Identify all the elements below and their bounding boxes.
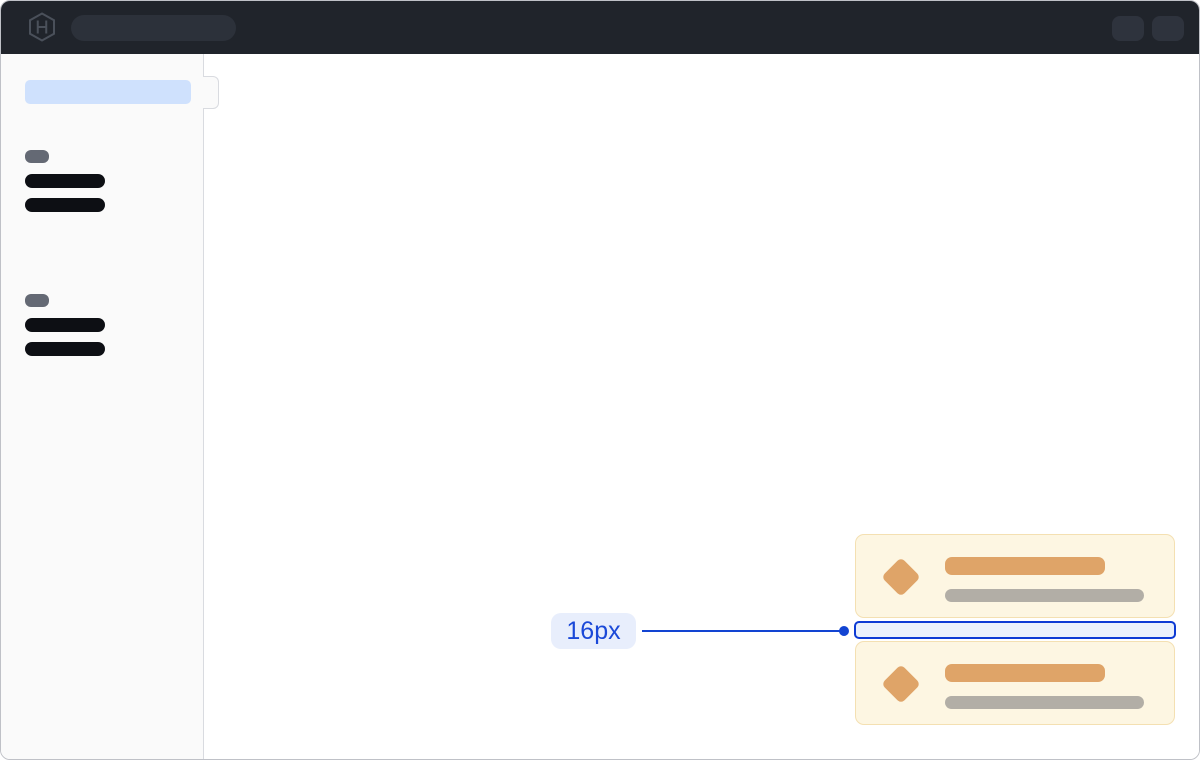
annotation-connector-line — [642, 629, 842, 632]
sidebar-nav-item-skeleton[interactable] — [25, 318, 105, 332]
sidebar-section-label-skeleton — [25, 294, 49, 307]
diamond-icon — [881, 557, 921, 597]
list-item-card-skeleton[interactable] — [855, 534, 1175, 618]
hashicorp-logo-icon — [29, 12, 56, 42]
diamond-icon — [881, 664, 921, 704]
sidebar-nav-item-skeleton[interactable] — [25, 174, 105, 188]
topbar-action-skeleton[interactable] — [1152, 16, 1184, 41]
annotation-connector-dot — [839, 626, 849, 636]
topbar-action-skeleton[interactable] — [1112, 16, 1144, 41]
search-input-skeleton[interactable] — [71, 15, 236, 41]
sidebar-collapse-handle[interactable] — [203, 76, 219, 109]
sidebar-section-label-skeleton — [25, 150, 49, 163]
sidebar — [1, 54, 204, 759]
card-subtitle-skeleton — [945, 696, 1144, 709]
card-title-skeleton — [945, 557, 1105, 575]
sidebar-nav-item-skeleton[interactable] — [25, 198, 105, 212]
spacing-gap-highlight — [854, 621, 1176, 639]
sidebar-nav-item-skeleton[interactable] — [25, 342, 105, 356]
top-nav-bar — [1, 1, 1199, 54]
card-title-skeleton — [945, 664, 1105, 682]
spacing-annotation-label: 16px — [551, 613, 636, 649]
sidebar-selected-item-skeleton[interactable] — [25, 80, 191, 104]
card-subtitle-skeleton — [945, 589, 1144, 602]
list-item-card-skeleton[interactable] — [855, 641, 1175, 725]
